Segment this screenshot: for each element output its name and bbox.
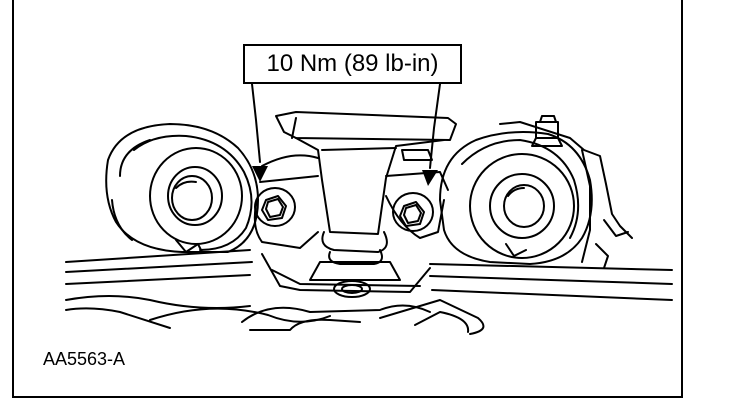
right-housing	[499, 115, 633, 269]
right-cam-lobe	[439, 131, 593, 265]
torque-spec-label: 10 Nm (89 lb-in)	[243, 44, 462, 84]
left-cap-bolt	[254, 187, 296, 227]
right-cap-bolt	[392, 192, 434, 232]
bearing-cap	[253, 111, 457, 265]
callout-leaders	[251, 83, 441, 186]
lower-casting	[65, 249, 673, 335]
left-cam-lobe	[105, 123, 259, 253]
illustration-frame	[12, 0, 683, 398]
figure-id-label: AA5563-A	[43, 349, 126, 369]
